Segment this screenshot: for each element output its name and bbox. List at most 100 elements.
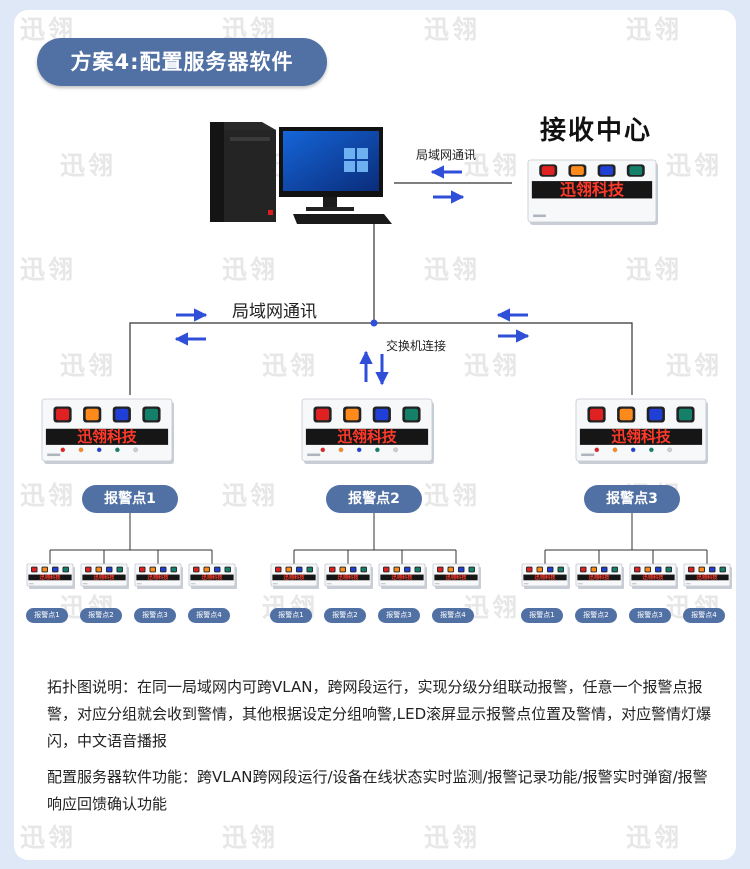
led-text: 迅翎科技 <box>589 573 611 581</box>
server-computer <box>210 122 392 224</box>
indicator-dot <box>375 447 380 453</box>
alarm-button-lamp <box>649 408 663 421</box>
device-label-strip <box>326 583 332 585</box>
alarm-button-lamp <box>634 567 640 572</box>
alarm-button-lamp <box>225 567 231 572</box>
sub-alarm-device: 迅翎科技 <box>134 563 183 589</box>
led-screen <box>136 574 180 581</box>
device-label-strip <box>28 583 34 585</box>
keyboard <box>293 214 392 224</box>
indicator-dot <box>393 447 398 453</box>
alarm-button-lamp <box>526 567 532 572</box>
switch-node <box>370 319 378 327</box>
sub-alarm-device: 迅翎科技 <box>378 563 427 589</box>
sub-tree-lines <box>293 513 457 564</box>
alarm-button-lamp <box>350 567 356 572</box>
sub-alarm-device: 迅翎科技 <box>629 563 678 589</box>
led-text: 迅翎科技 <box>535 573 557 581</box>
led-text: 迅翎科技 <box>40 573 62 581</box>
alarm-button-lamp <box>275 567 281 572</box>
page-title: 方案4:配置服务器软件 <box>37 38 327 86</box>
sub-alarm-badge: 报警点2 <box>575 608 617 623</box>
alarm-button-lamp <box>296 567 302 572</box>
alarm-button-lamp <box>139 567 145 572</box>
alarm-button-lamp <box>117 567 123 572</box>
indicator-dot <box>60 447 66 453</box>
alarm-button-lamp <box>106 567 112 572</box>
indicator-dot <box>356 447 362 453</box>
alarm-button-lamp <box>612 567 618 572</box>
led-text: 迅翎科技 <box>392 573 414 581</box>
alarm-button-lamp <box>591 567 597 572</box>
alarm-button-lamp <box>580 567 586 572</box>
sub-alarm-badge: 报警点4 <box>432 608 474 623</box>
alarm-button-lamp <box>404 567 410 572</box>
alarm-button-lamp <box>558 567 564 572</box>
led-screen <box>531 181 653 199</box>
alarm-point-3-badge: 报警点3 <box>584 485 680 513</box>
led-screen <box>579 428 703 445</box>
sub-alarm-badge: 报警点3 <box>134 608 176 623</box>
alarm-button-lamp <box>720 567 726 572</box>
sub-alarm-device: 迅翎科技 <box>26 563 75 589</box>
device-label-strip <box>577 583 583 585</box>
alarm-button-lamp <box>193 567 199 572</box>
receive-center-panel: 迅翎科技 <box>527 159 658 225</box>
indicator-dot <box>594 447 600 453</box>
indicator-dot <box>133 447 138 453</box>
device-label-strip <box>434 583 440 585</box>
led-text: 迅翎科技 <box>697 573 719 581</box>
sub-tree-lines <box>49 513 213 564</box>
alarm-button-lamp <box>383 567 389 572</box>
device-label-strip <box>631 583 637 585</box>
alarm-button-lamp <box>63 567 69 572</box>
indicator-dot <box>96 447 102 453</box>
led-text: 迅翎科技 <box>611 428 670 446</box>
lan-label-top: 局域网通讯 <box>416 148 477 162</box>
alarm-button-lamp <box>404 408 419 421</box>
alarm-button-lamp <box>415 567 421 572</box>
sub-alarm-badge: 报警点3 <box>378 608 420 623</box>
device-label-strip <box>523 583 529 585</box>
traffic-arrows <box>174 165 530 386</box>
alarm-button-lamp <box>144 408 159 421</box>
alarm-button-lamp <box>85 567 91 572</box>
alarm-button-lamp <box>600 166 614 176</box>
alarm-button-lamp <box>55 408 70 421</box>
led-text: 迅翎科技 <box>446 573 468 581</box>
alarm-button-lamp <box>315 408 330 421</box>
alarm-button-lamp <box>115 408 129 421</box>
alarm-button-lamp <box>448 567 454 572</box>
alarm-button-lamp <box>699 567 705 572</box>
led-text: 迅翎科技 <box>94 573 116 581</box>
alarm-button-lamp <box>655 567 661 572</box>
sub-alarm-device: 迅翎科技 <box>324 563 373 589</box>
led-text: 迅翎科技 <box>284 573 306 581</box>
sub-alarm-device: 迅翎科技 <box>575 563 624 589</box>
sub-alarm-badge: 报警点2 <box>80 608 122 623</box>
led-screen <box>434 574 478 581</box>
software-description: 配置服务器软件功能：跨VLAN跨网段运行/设备在线状态实时监测/报警记录功能/报… <box>47 768 708 813</box>
alarm-button-lamp <box>85 408 99 421</box>
alarm-button-lamp <box>345 408 359 421</box>
indicator-dot <box>338 447 344 453</box>
sub-alarm-device: 迅翎科技 <box>521 563 570 589</box>
indicator-dot <box>115 447 120 453</box>
led-screen <box>577 574 621 581</box>
network-lines <box>129 182 633 395</box>
alarm-button-lamp <box>666 567 672 572</box>
pc-tower <box>210 122 276 222</box>
alarm-button-lamp <box>286 567 292 572</box>
led-text: 迅翎科技 <box>202 573 224 581</box>
alarm-button-lamp <box>52 567 58 572</box>
sub-alarm-badge: 报警点3 <box>629 608 671 623</box>
alarm-button-lamp <box>619 408 633 421</box>
indicator-dot <box>612 447 618 453</box>
device-label-strip <box>82 583 88 585</box>
device-label-strip <box>533 214 546 218</box>
led-screen <box>28 574 72 581</box>
device-label-strip <box>136 583 142 585</box>
led-screen <box>190 574 234 581</box>
alarm-button-lamp <box>96 567 102 572</box>
